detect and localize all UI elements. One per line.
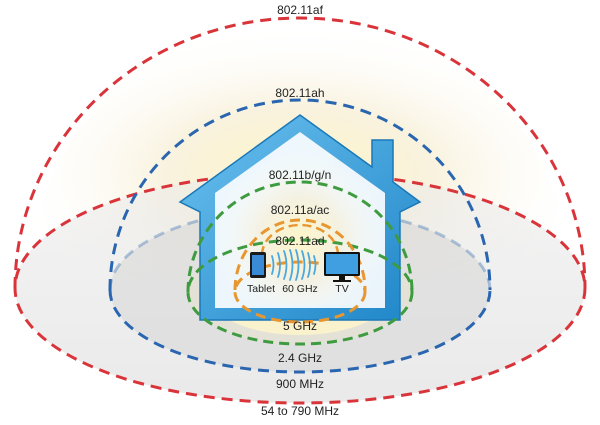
range-802-11bgn — [186, 180, 414, 346]
wireless-waves-icon — [271, 249, 317, 281]
label-802-11aac: 802.11a/ac — [271, 203, 330, 217]
freq-54-790mhz: 54 to 790 MHz — [261, 404, 339, 418]
label-802-11ad: 802.11ad — [275, 234, 324, 248]
label-tv: TV — [335, 283, 348, 295]
tv-icon — [324, 252, 360, 282]
freq-5ghz: 5 GHz — [283, 319, 317, 333]
label-60ghz: 60 GHz — [282, 283, 318, 295]
label-tablet: Tablet — [247, 283, 275, 295]
label-802-11bgn: 802.11b/g/n — [269, 168, 332, 182]
label-802-11ah: 802.11ah — [275, 86, 324, 100]
label-802-11af: 802.11af — [277, 3, 323, 17]
freq-2-4ghz: 2.4 GHz — [278, 351, 322, 365]
range-802-11af — [13, 16, 587, 405]
tablet-icon — [250, 252, 266, 278]
freq-900mhz: 900 MHz — [276, 377, 324, 391]
